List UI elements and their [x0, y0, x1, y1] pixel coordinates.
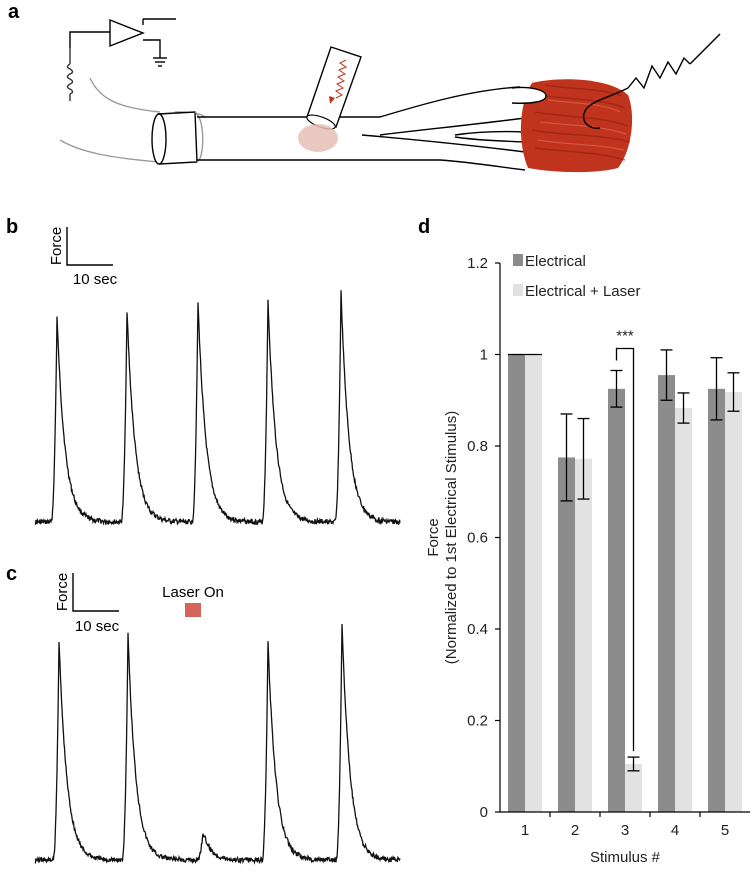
y-axis-label: Force — [425, 518, 442, 556]
panel-c-letter: c — [6, 563, 17, 585]
bar-electrical-laser-2 — [575, 458, 592, 812]
x-tick-label: 3 — [621, 822, 629, 839]
panel-b-force-label: Force — [48, 227, 65, 265]
bar-electrical-5 — [708, 388, 725, 812]
legend-swatch-electrical-laser — [513, 284, 523, 296]
axon-outline — [197, 86, 526, 171]
significance-stars: *** — [616, 328, 634, 345]
x-tick-label: 4 — [671, 822, 679, 839]
amplifier-icon — [69, 18, 176, 67]
y-tick-label: 0 — [480, 804, 488, 821]
legend-label-electrical: Electrical — [525, 253, 586, 270]
bar-electrical-laser-1 — [525, 354, 542, 812]
force-trace-b — [34, 290, 401, 526]
laser-spot — [298, 124, 338, 152]
laser-on-indicator — [185, 603, 201, 617]
y-tick-label: 1.2 — [467, 255, 488, 272]
laser-fiber-icon — [306, 46, 362, 130]
force-trace-c — [34, 623, 401, 865]
y-tick-label: 0.6 — [467, 530, 488, 547]
laser-on-label: Laser On — [162, 584, 224, 601]
panel-c-scale-bar: Force 10 sec — [54, 573, 120, 635]
significance-bracket — [615, 347, 635, 752]
force-transducer-icon — [582, 33, 721, 129]
panel-b-letter: b — [6, 216, 18, 238]
panel-b-scale-bar: Force 10 sec — [48, 227, 118, 288]
y-tick-label: 0.4 — [467, 621, 488, 638]
bar-electrical-laser-4 — [675, 408, 692, 812]
panel-a-letter: a — [8, 1, 20, 23]
legend-label-electrical-laser: Electrical + Laser — [525, 283, 640, 300]
x-tick-label: 1 — [521, 822, 529, 839]
bar-electrical-laser-3 — [625, 763, 642, 812]
y-axis-label-sub: (Normalized to 1st Electrical Stimulus) — [443, 411, 460, 664]
y-tick-label: 0.8 — [467, 438, 488, 455]
legend-swatch-electrical — [513, 254, 523, 266]
bar-electrical-laser-5 — [725, 392, 742, 812]
bar-electrical-4 — [658, 375, 675, 812]
panel-c-time-label: 10 sec — [75, 618, 120, 635]
y-tick-label: 1 — [480, 347, 488, 364]
panel-b-time-label: 10 sec — [73, 271, 118, 288]
electrode-coil-icon — [66, 48, 74, 101]
bar-electrical-3 — [608, 388, 625, 812]
axon-terminal — [511, 86, 547, 104]
y-tick-label: 0.2 — [467, 713, 488, 730]
x-axis-label: Stimulus # — [590, 849, 661, 866]
bar-electrical-1 — [508, 354, 525, 812]
x-tick-label: 5 — [721, 822, 729, 839]
panel-c-force-label: Force — [54, 573, 71, 611]
bar-electrical-2 — [558, 457, 575, 812]
x-tick-label: 2 — [571, 822, 579, 839]
schematic — [59, 18, 721, 173]
suction-electrode — [151, 111, 204, 165]
panel-d-letter: d — [418, 216, 430, 238]
